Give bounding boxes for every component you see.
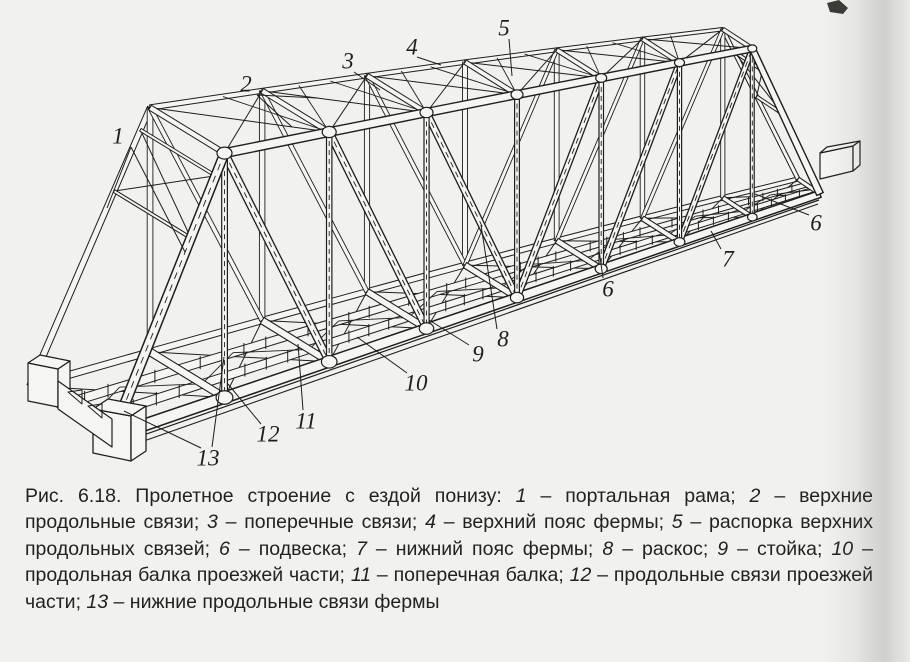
- callout-8: 8: [497, 327, 509, 352]
- callout-6-right: 6: [810, 211, 822, 236]
- figure-caption: Рис. 6.18. Пролетное строение с ездой по…: [25, 483, 873, 615]
- callout-9: 9: [472, 342, 484, 367]
- caption-num-12: 12: [569, 564, 592, 587]
- caption-num-11: 11: [350, 564, 372, 587]
- caption-text-7: – нижний пояс фермы;: [366, 537, 603, 560]
- caption-num-7: 7: [356, 537, 367, 560]
- callout-numbers: 1 2 3 4 5 6 6 7 8 9 10 11 12 13: [112, 16, 822, 471]
- caption-text-4: – верхний пояс фермы;: [435, 511, 672, 534]
- callout-11: 11: [295, 409, 316, 434]
- caption-text-2: – верхние продольные связи;: [25, 485, 873, 534]
- caption-text-1: – портальная рама;: [526, 485, 750, 507]
- callout-5: 5: [498, 16, 510, 41]
- caption-text-5: – распорка верхних продольных связей;: [25, 511, 874, 560]
- callout-10: 10: [405, 371, 429, 396]
- caption-text-13: – нижние продольные связи фермы: [108, 590, 440, 613]
- caption-text-9: – стойка;: [728, 537, 832, 560]
- caption-text-12: – продольные связи проезжей части;: [25, 564, 873, 613]
- caption-num-4: 4: [425, 511, 436, 534]
- caption-num-10: 10: [831, 537, 854, 560]
- caption-num-8: 8: [602, 537, 614, 560]
- callout-1: 1: [112, 124, 124, 149]
- callout-12: 12: [257, 422, 280, 447]
- caption-figure-number: Рис. 6.18.: [25, 485, 122, 507]
- caption-num-9: 9: [717, 537, 729, 560]
- caption-num-3: 3: [207, 511, 218, 534]
- caption-num-6: 6: [219, 537, 230, 560]
- callout-6-left: 6: [602, 277, 614, 302]
- caption-text-6: – подвеска;: [229, 537, 357, 560]
- callout-leader-lines: [106, 38, 810, 449]
- ink-smudge: [827, 0, 848, 14]
- caption-num-2: 2: [749, 485, 761, 507]
- caption-num-1: 1: [515, 485, 527, 507]
- caption-text-3: – поперечные связи;: [217, 511, 426, 534]
- callout-4: 4: [406, 35, 418, 60]
- callout-13: 13: [197, 446, 220, 471]
- caption-text-10: – продольная балка проезжей части;: [25, 537, 873, 587]
- caption-title: Пролетное строение с ездой понизу:: [121, 485, 516, 507]
- callout-7: 7: [722, 247, 735, 272]
- caption-num-5: 5: [671, 511, 683, 534]
- callout-3: 3: [341, 49, 354, 74]
- truss-drawing: [26, 27, 861, 462]
- caption-num-13: 13: [86, 590, 109, 613]
- bridge-truss-diagram: 1 2 3 4 5 6 6 7 8 9 10 11 12 13: [26, 0, 861, 471]
- caption-text-11: – поперечная балка;: [371, 564, 570, 587]
- figure-area: 1 2 3 4 5 6 6 7 8 9 10 11 12 13: [26, 0, 861, 471]
- caption-text-8: – раскос;: [613, 537, 718, 560]
- callout-2: 2: [240, 72, 252, 97]
